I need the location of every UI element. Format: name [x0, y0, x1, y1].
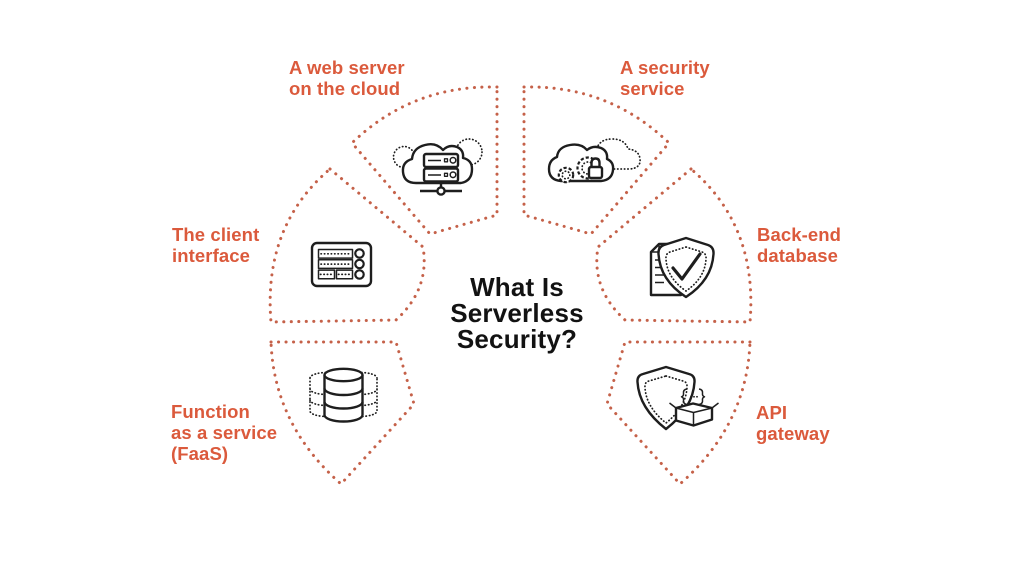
segment-outline-web-server: [350, 85, 499, 236]
label-api-gateway: API gateway: [756, 402, 830, 444]
page-title: What Is Serverless Security?: [450, 272, 584, 354]
label-client-interface: The client interface: [172, 224, 260, 266]
cloud-security-icon: [547, 138, 641, 184]
cloud-server-icon: [392, 138, 483, 196]
segment-outline-api-gateway: [605, 340, 752, 486]
control-panel-icon: [310, 241, 373, 288]
shield-document-icon: [649, 236, 715, 299]
label-faas: Function as a service (FaaS): [171, 401, 278, 464]
segment-outline-faas: [269, 340, 416, 486]
label-security-service: A security service: [620, 57, 710, 99]
label-web-server-on-cloud: A web server on the cloud: [289, 57, 405, 99]
shield-package-icon: [636, 365, 719, 431]
label-backend-database: Back-end database: [757, 224, 842, 266]
database-icon: [309, 367, 378, 423]
segment-outline-backend-database: [595, 167, 753, 324]
segment-outline-security-service: [522, 85, 671, 236]
segment-outlines: [268, 85, 753, 486]
segment-outline-client-interface: [268, 167, 426, 324]
